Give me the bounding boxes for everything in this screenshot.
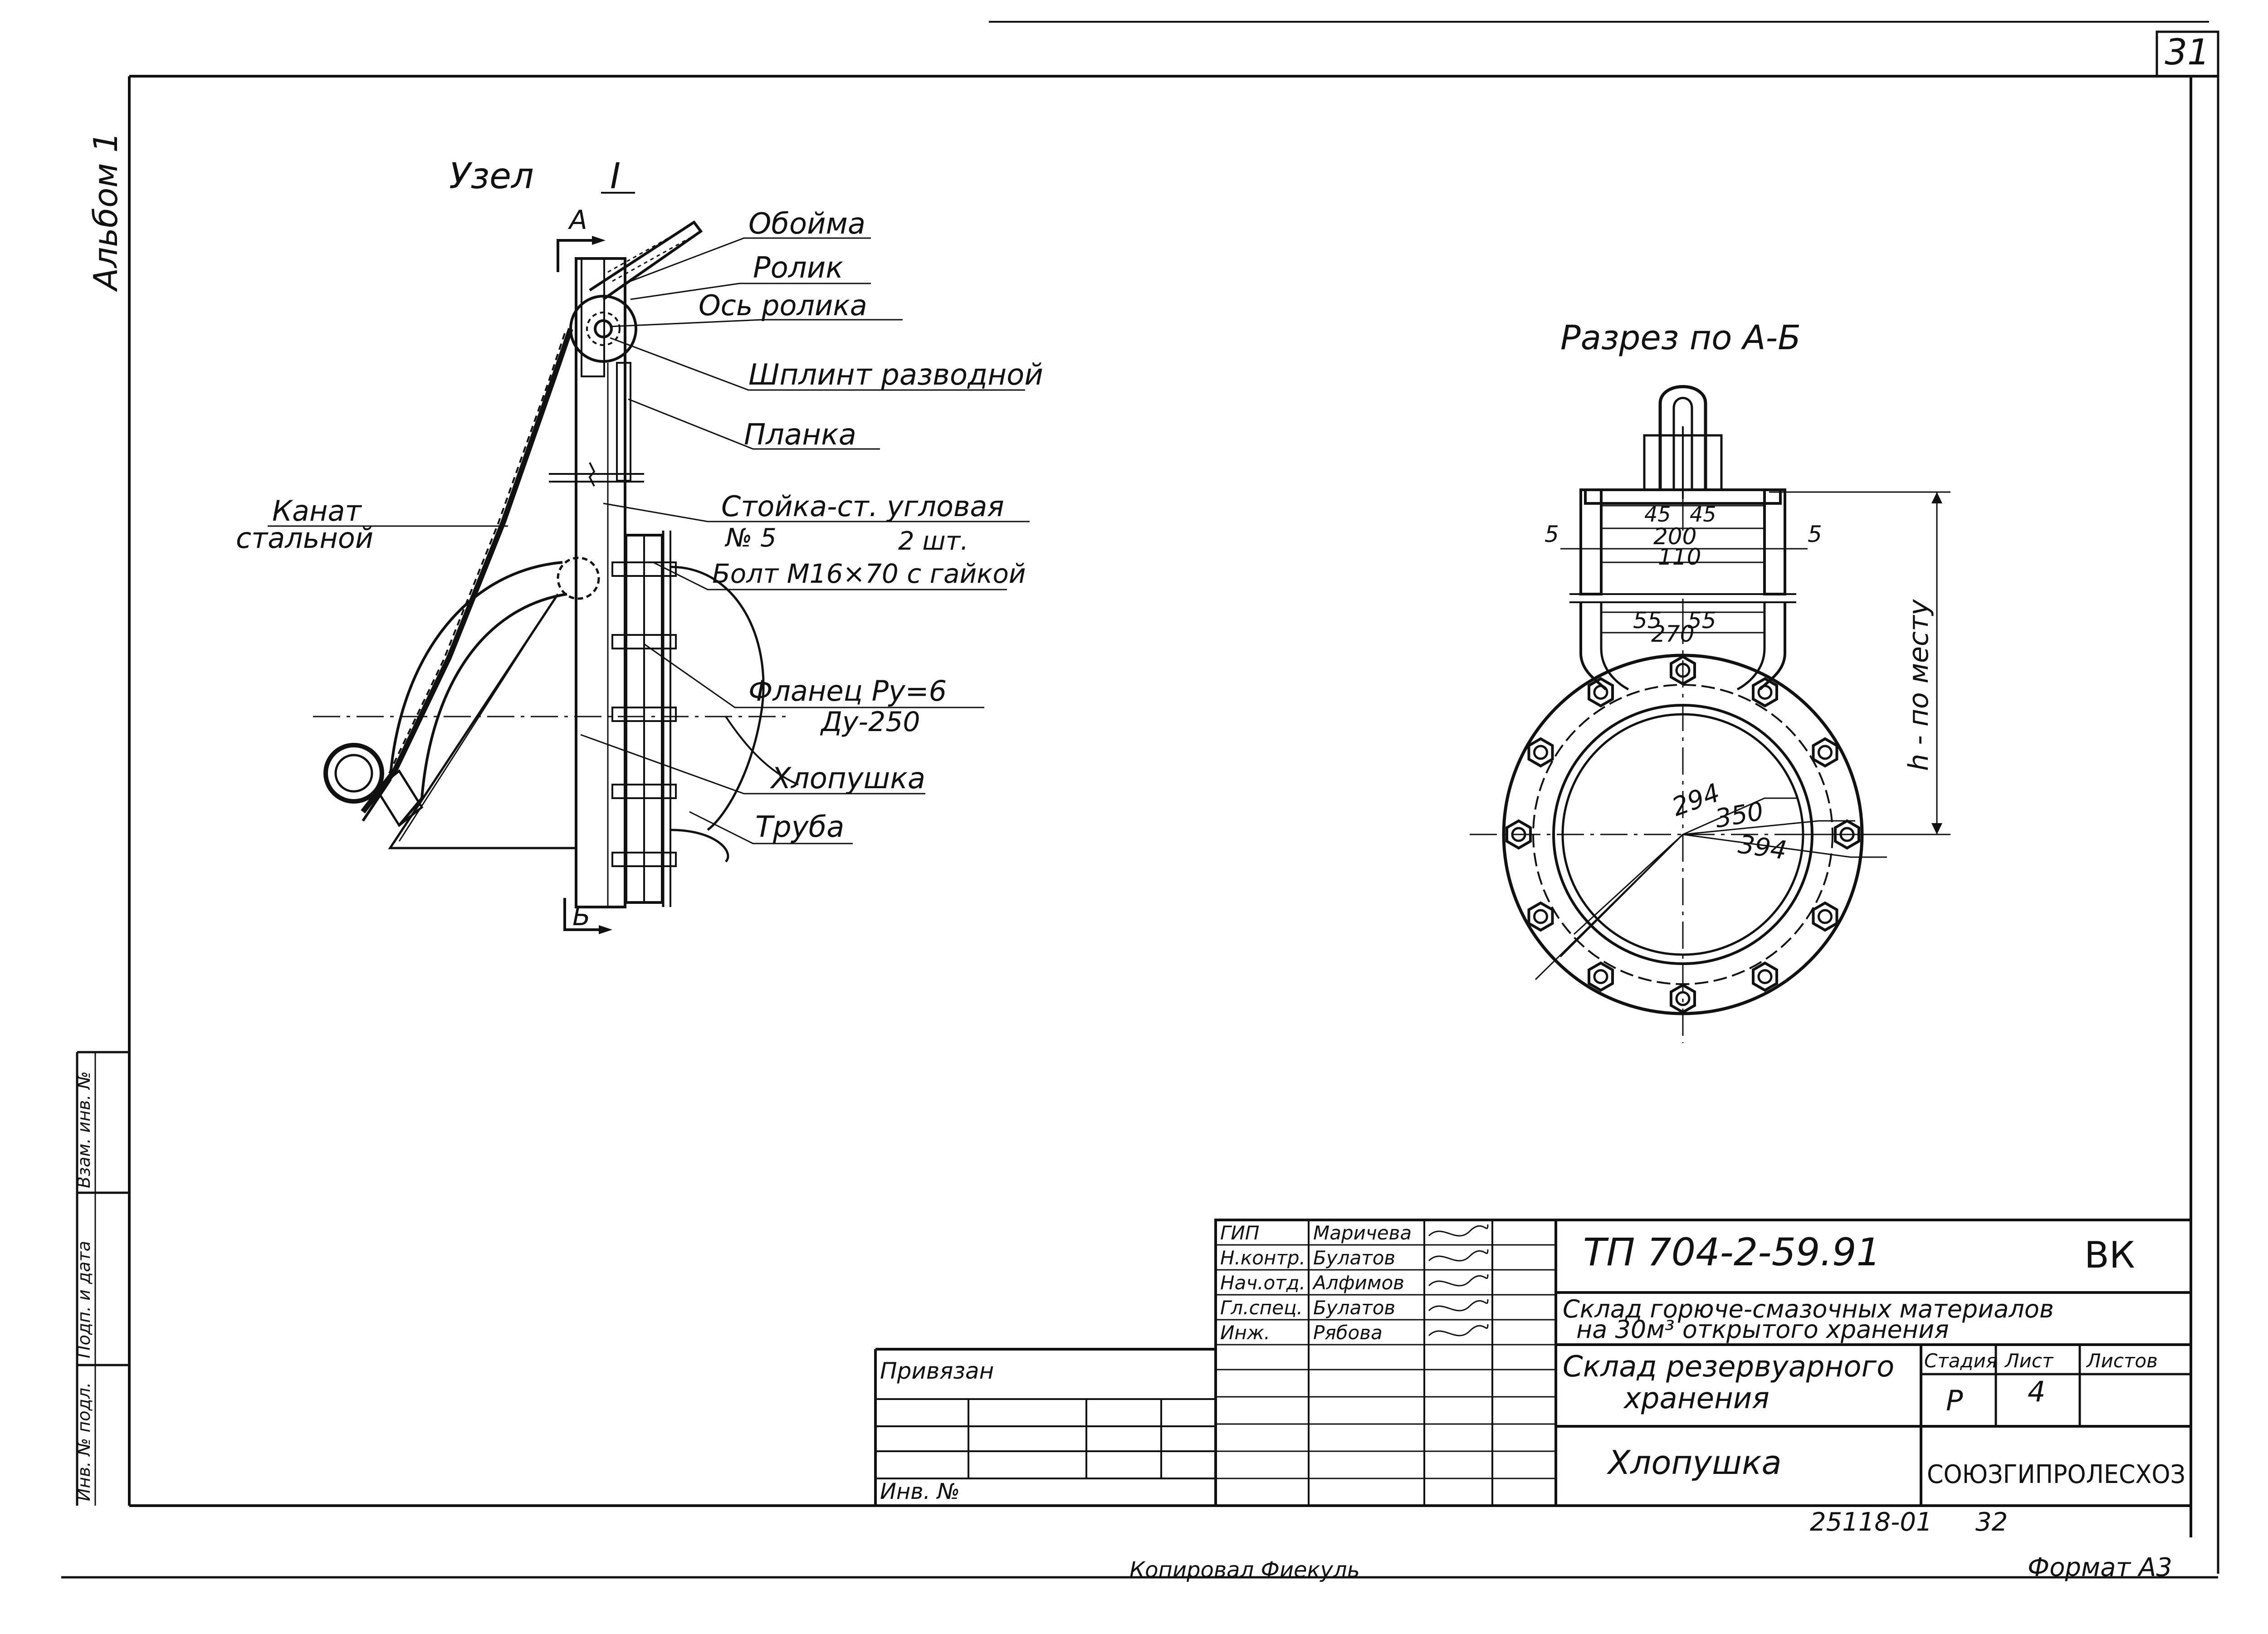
dim-110: 110 [1658,544,1701,570]
dim-270: 270 [1651,621,1694,647]
archive-page: 32 [1975,1507,2008,1537]
signature-role: Инж. [1220,1322,1270,1344]
flange-bolts [611,561,677,867]
angle-post-top [581,258,605,377]
sheet-value: 4 [2028,1375,2045,1408]
side-stamp-inv-podl: Инв. № подл. [74,1382,94,1501]
signature-name: Рябова [1313,1322,1383,1344]
signature-role: Гл.спец. [1220,1297,1303,1319]
building-line-1: Склад резервуарного [1563,1350,1894,1384]
stage-header: Стадия [1924,1350,1997,1372]
organization: СОЮЗГИПРОЛЕСХОЗ [1927,1460,2185,1489]
section-title: Разрез по А-Б [1560,318,1801,357]
signature-name: Булатов [1313,1297,1395,1319]
flange-bolt-nut [1812,901,1838,932]
signature-scribble [1428,1274,1489,1287]
node-leaders [268,237,1030,844]
section-mark-a: А [567,205,587,235]
album-label: Альбом 1 [87,132,125,292]
flange-bolt-nut [1752,677,1778,707]
label-truba: Труба [755,810,844,844]
label-stoika-3: 2 шт. [898,527,968,556]
label-stoika-2: № 5 [724,523,777,553]
dim-45-right: 45 [1690,502,1716,527]
steel-rope [361,328,573,814]
archive-number: 25118-01 [1810,1507,1932,1537]
stage-value: Р [1946,1384,1963,1417]
label-hlopushka: Хлопушка [770,762,925,795]
sheets-header: Листов [2086,1350,2158,1372]
node-view [268,220,1030,934]
node-title-numeral: I [610,156,621,197]
sheet-header: Лист [2004,1350,2054,1372]
pulley-axle [594,319,613,338]
dim-200: 200 [1653,523,1696,550]
label-os-rolika: Ось ролика [699,289,867,322]
sheet-frame [61,21,2219,1579]
flange-bolt-nut [1588,961,1614,992]
signature-role: Н.контр. [1220,1247,1305,1269]
building-line-2: хранения [1623,1382,1769,1415]
section-view [1470,385,1950,1043]
title-mark: ВК [2084,1234,2135,1276]
label-kanat-2: стальной [236,522,373,555]
dim-5-left: 5 [1545,521,1559,547]
signature-scribble [1428,1224,1489,1237]
format-label: Формат А3 [2028,1553,2172,1582]
flange-bolt-nut [1752,961,1778,992]
title-block-grid [874,1219,2192,1507]
flap-lever [362,561,563,822]
hinge [557,556,600,600]
signature-scribble [1428,1249,1489,1262]
label-flanec-1: Фланец Ру=6 [748,674,947,707]
signature-scribble [1428,1299,1489,1312]
dim-5-right: 5 [1808,521,1822,547]
counterweight [323,743,384,804]
flange-bolt-nut [1812,737,1838,768]
side-stamp-podp-data: Подп. и дата [74,1241,94,1358]
label-shplint: Шплинт разводной [748,358,1043,392]
flange-bolt-nut [1588,677,1614,707]
label-flanec-2: Ду-250 [820,706,920,738]
node-title: Узел [449,156,534,197]
section-mark-b: Б [572,901,591,932]
signature-role: Нач.отд. [1220,1272,1305,1294]
label-rolik: Ролик [753,251,843,285]
title-code: ТП 704-2-59.91 [1583,1230,1881,1274]
copied-by: Копировал Фиекуль [1129,1557,1360,1583]
dim-45-left: 45 [1644,502,1671,527]
project-line-1: Склад горюче-смазочных материалов [1563,1295,2054,1323]
signature-name: Маричева [1313,1222,1412,1244]
sheet-title: Хлопушка [1606,1444,1782,1482]
label-obojma: Обойма [748,207,865,241]
pipe [670,566,765,863]
label-kanat-1: Канат [272,494,362,527]
page-number: 31 [2165,32,2209,73]
flange-bolt-nut [1527,901,1554,932]
label-bolt: Болт М16×70 с гайкой [712,558,1026,589]
signature-scribble [1428,1324,1489,1336]
dim-394: 394 [1736,829,1789,865]
dim-55-left: 55 [1633,607,1662,634]
project-line-2: на 30м³ открытого хранения [1576,1315,1949,1344]
attached-label: Привязан [880,1358,994,1384]
signature-name: Алфимов [1312,1272,1404,1294]
flange-bolt-nut [1527,737,1554,768]
side-stamp [76,1051,129,1506]
inv-no-label: Инв. № [880,1479,960,1504]
label-planka: Планка [744,418,856,452]
side-stamp-vzam-inv: Взам. инв. № [74,1071,94,1188]
signature-role: ГИП [1220,1222,1259,1244]
dim-h: h - по месту [1903,599,1935,771]
dim-55-right: 55 [1687,607,1716,634]
hanger-loop [1658,385,1707,490]
label-stoika-1: Стойка-ст. угловая [721,490,1004,523]
signature-name: Булатов [1313,1247,1395,1269]
